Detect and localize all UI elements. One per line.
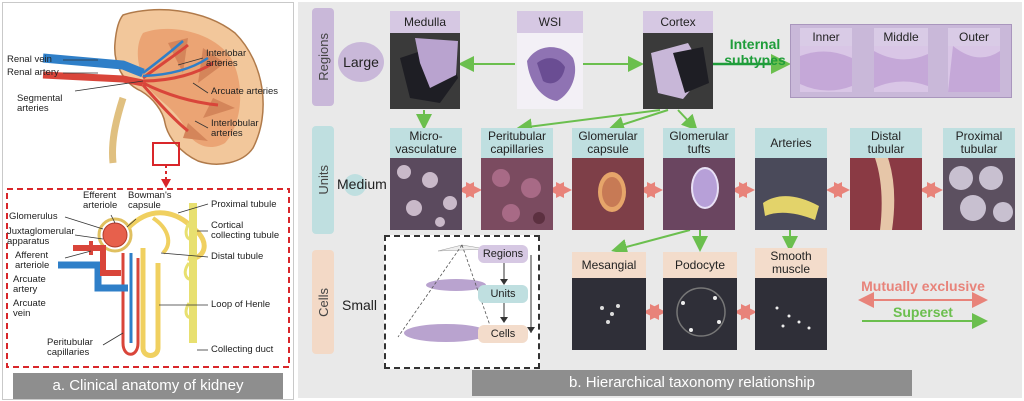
legend-superset: Superset	[893, 304, 953, 320]
medium-dot	[344, 174, 366, 196]
band-regions: Regions	[312, 8, 334, 106]
label-proximal-tubule: Proximal tubule	[211, 199, 277, 210]
tile-cortex	[643, 33, 713, 109]
label-juxtaglomerular-apparatus: Juxtaglomerular apparatus	[7, 226, 75, 247]
size-large: Large	[338, 42, 384, 82]
size-small: Small	[342, 297, 378, 313]
pyramid-cells: Cells	[478, 325, 528, 343]
tile-inner	[800, 46, 852, 92]
tile-glomerular-capsule	[572, 158, 644, 230]
header-inner: Inner	[800, 28, 852, 46]
header-outer: Outer	[948, 28, 1000, 46]
label-renal-artery: Renal artery	[7, 67, 59, 78]
label-arcuate-artery: Arcuate artery	[13, 274, 46, 295]
header-glomerular-tufts: Glomerular tufts	[663, 128, 735, 158]
header-podocyte: Podocyte	[663, 252, 737, 278]
hierarchy-pyramid-box: Regions Units Cells	[384, 235, 540, 369]
tile-wsi	[517, 33, 583, 109]
caption-panel-b: b. Hierarchical taxonomy relationship	[472, 370, 912, 396]
label-bowmans-capsule: Bowman's capsule	[128, 190, 172, 211]
header-proximal-tubular: Proximal tubular	[943, 128, 1015, 158]
label-renal-vein: Renal vein	[7, 54, 52, 65]
size-medium: Medium	[337, 176, 387, 192]
tile-arteries	[755, 158, 827, 230]
header-middle: Middle	[874, 28, 928, 46]
header-microvasculature: Micro- vasculature	[390, 128, 462, 158]
header-smooth-muscle: Smooth muscle	[755, 248, 827, 278]
label-interlobular-arteries: Interlobular arteries	[211, 118, 259, 139]
label-peritubular-capillaries: Peritubular capillaries	[47, 337, 93, 358]
tile-distal-tubular	[850, 158, 922, 230]
tile-podocyte	[663, 278, 737, 350]
label-efferent-arteriole: Efferent arteriole	[83, 190, 118, 211]
tile-smooth-muscle	[755, 278, 827, 350]
label-collecting-duct: Collecting duct	[211, 344, 274, 355]
label-glomerulus: Glomerulus	[9, 211, 58, 222]
panel-kidney-anatomy: Renal vein Renal artery Segmental arteri…	[2, 2, 294, 400]
label-arcuate-arteries: Arcuate arteries	[211, 86, 279, 97]
tile-peritubular-capillaries	[481, 158, 553, 230]
label-interlobar-arteries: Interlobar arteries	[206, 48, 247, 69]
header-cortex: Cortex	[643, 11, 713, 33]
band-cells: Cells	[312, 250, 334, 354]
header-mesangial: Mesangial	[572, 252, 646, 278]
header-distal-tubular: Distal tubular	[850, 128, 922, 158]
tile-glomerular-tufts	[663, 158, 735, 230]
label-distal-tubule: Distal tubule	[211, 251, 264, 262]
legend-mutually-exclusive: Mutually exclusive	[861, 278, 985, 294]
kidney-illustration	[6, 8, 290, 368]
tile-mesangial	[572, 278, 646, 350]
label-segmental-arteries: Segmental arteries	[17, 93, 63, 114]
header-peritubular-capillaries: Peritubular capillaries	[481, 128, 553, 158]
label-loop-of-henle: Loop of Henle	[211, 299, 271, 310]
pyramid-units: Units	[478, 285, 528, 303]
label-cortical-collecting-tubule: Cortical collecting tubule	[211, 220, 280, 241]
tile-medulla	[390, 33, 460, 109]
header-wsi: WSI	[517, 11, 583, 33]
label-arcuate-vein: Arcuate vein	[13, 298, 46, 319]
header-glomerular-capsule: Glomerular capsule	[572, 128, 644, 158]
tile-microvasculature	[390, 158, 462, 230]
tile-middle	[874, 46, 928, 92]
label-internal-subtypes: Internal subtypes	[724, 36, 786, 68]
caption-panel-a: a. Clinical anatomy of kidney	[13, 373, 283, 399]
band-units: Units	[312, 126, 334, 234]
pyramid-regions: Regions	[478, 245, 528, 263]
tile-proximal-tubular	[943, 158, 1015, 230]
header-medulla: Medulla	[390, 11, 460, 33]
header-arteries: Arteries	[755, 128, 827, 158]
tile-outer	[948, 46, 1000, 92]
label-afferent-arteriole: Afferent arteriole	[15, 250, 50, 271]
